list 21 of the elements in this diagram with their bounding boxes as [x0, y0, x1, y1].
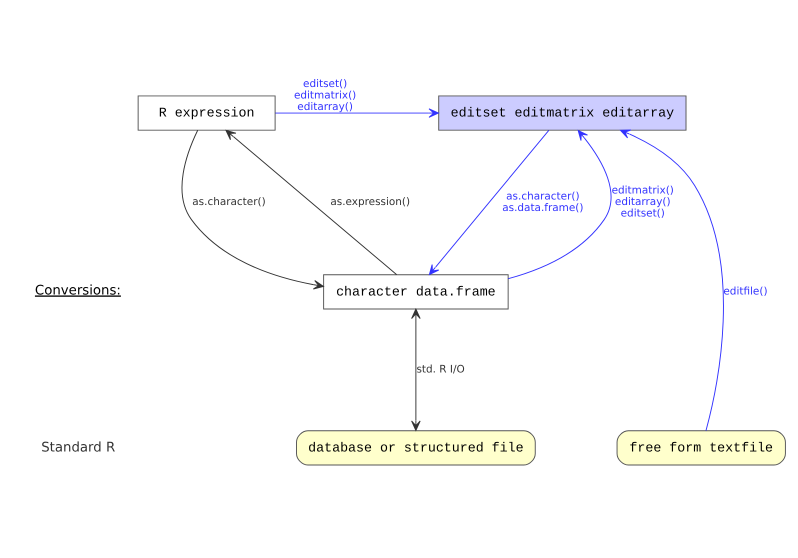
arrow: [182, 129, 324, 289]
node-box: editset editmatrix editarray: [438, 94, 686, 130]
arrow: [428, 129, 550, 275]
edge-label: as.expression(): [330, 196, 410, 208]
edge-label: editfile(): [723, 285, 768, 298]
node-box: R expression: [138, 94, 276, 130]
edge-label: as.character() as.data.frame(): [502, 190, 584, 214]
label: Conversions:: [34, 282, 121, 298]
arrow: [508, 130, 612, 279]
arrow: [225, 129, 398, 275]
edge-label: editset() editmatrix() editarray(): [294, 78, 356, 113]
node-box: free form textfile: [616, 430, 786, 465]
arrow: [274, 108, 439, 118]
node-box: character data.frame: [323, 274, 509, 309]
arrow: [620, 129, 724, 431]
node-box: database or structured file: [296, 430, 536, 465]
edge-label: as.character(): [192, 196, 266, 208]
arrow: [411, 308, 421, 430]
legend-label: Standard R: [41, 440, 116, 455]
edge-label: std. R I/O: [416, 363, 465, 376]
edge-label: editmatrix() editarray() editset(): [612, 184, 674, 220]
